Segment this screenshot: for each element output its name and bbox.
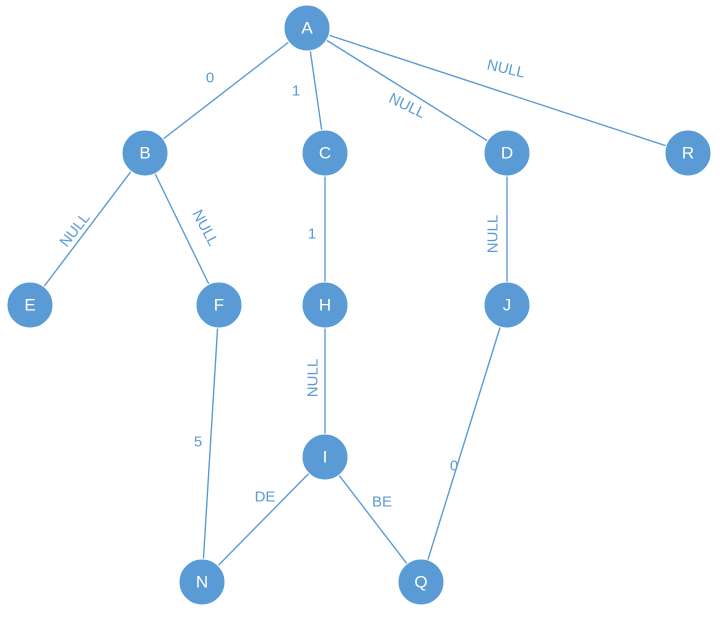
edge-b-e (29, 152, 146, 306)
node-circle-q (397, 558, 445, 606)
node-label-f: F (214, 296, 224, 315)
edge-label-j-q: 0 (450, 458, 458, 475)
edge-j-q (420, 304, 508, 583)
edge-label-d-j: NULL (485, 215, 502, 253)
node-circle-a (283, 4, 331, 52)
node-c: C (301, 129, 349, 177)
node-e: E (6, 281, 54, 329)
nodes-layer: A B C D R E F H J I N Q (6, 4, 712, 606)
node-circle-d (483, 129, 531, 177)
edge-a-r (306, 27, 689, 154)
node-label-c: C (319, 144, 331, 163)
node-label-i: I (323, 448, 328, 467)
edge-label-i-q: BE (372, 494, 392, 511)
node-label-r: R (682, 144, 694, 163)
edge-label-i-n: DE (255, 489, 276, 506)
node-circle-b (121, 129, 169, 177)
node-circle-r (664, 129, 712, 177)
node-b: B (121, 129, 169, 177)
edge-a-d (306, 27, 508, 154)
node-label-b: B (139, 144, 150, 163)
node-label-j: J (503, 296, 512, 315)
node-q: Q (397, 558, 445, 606)
edge-i-q (324, 456, 422, 583)
node-circle-n (178, 558, 226, 606)
edge-label-b-e: NULL (56, 210, 93, 251)
node-circle-e (6, 281, 54, 329)
edge-b-f (144, 152, 220, 306)
edge-label-a-r: NULL (485, 56, 526, 81)
edge-a-b (144, 27, 308, 154)
node-h: H (301, 281, 349, 329)
node-circle-i (301, 433, 349, 481)
node-label-e: E (24, 296, 35, 315)
edge-label-a-c: 1 (292, 83, 300, 100)
edge-label-a-d: NULL (386, 90, 428, 122)
node-circle-h (301, 281, 349, 329)
node-circle-c (301, 129, 349, 177)
node-label-d: D (501, 144, 513, 163)
node-n: N (178, 558, 226, 606)
node-j: J (483, 281, 531, 329)
node-circle-j (483, 281, 531, 329)
node-label-a: A (301, 19, 313, 38)
node-a: A (283, 4, 331, 52)
edge-i-n (201, 456, 326, 583)
edges-layer (29, 27, 689, 583)
node-label-h: H (319, 296, 331, 315)
edge-label-a-b: 0 (206, 70, 214, 87)
node-label-q: Q (414, 573, 427, 592)
node-i: I (301, 433, 349, 481)
node-f: F (195, 281, 243, 329)
edge-f-n (201, 304, 220, 583)
edge-label-b-f: NULL (188, 207, 221, 249)
node-label-n: N (196, 573, 208, 592)
node-r: R (664, 129, 712, 177)
node-circle-f (195, 281, 243, 329)
node-d: D (483, 129, 531, 177)
edge-label-c-h: 1 (308, 226, 316, 243)
edge-label-h-i: NULL (305, 359, 322, 397)
edge-label-f-n: 5 (194, 434, 202, 451)
